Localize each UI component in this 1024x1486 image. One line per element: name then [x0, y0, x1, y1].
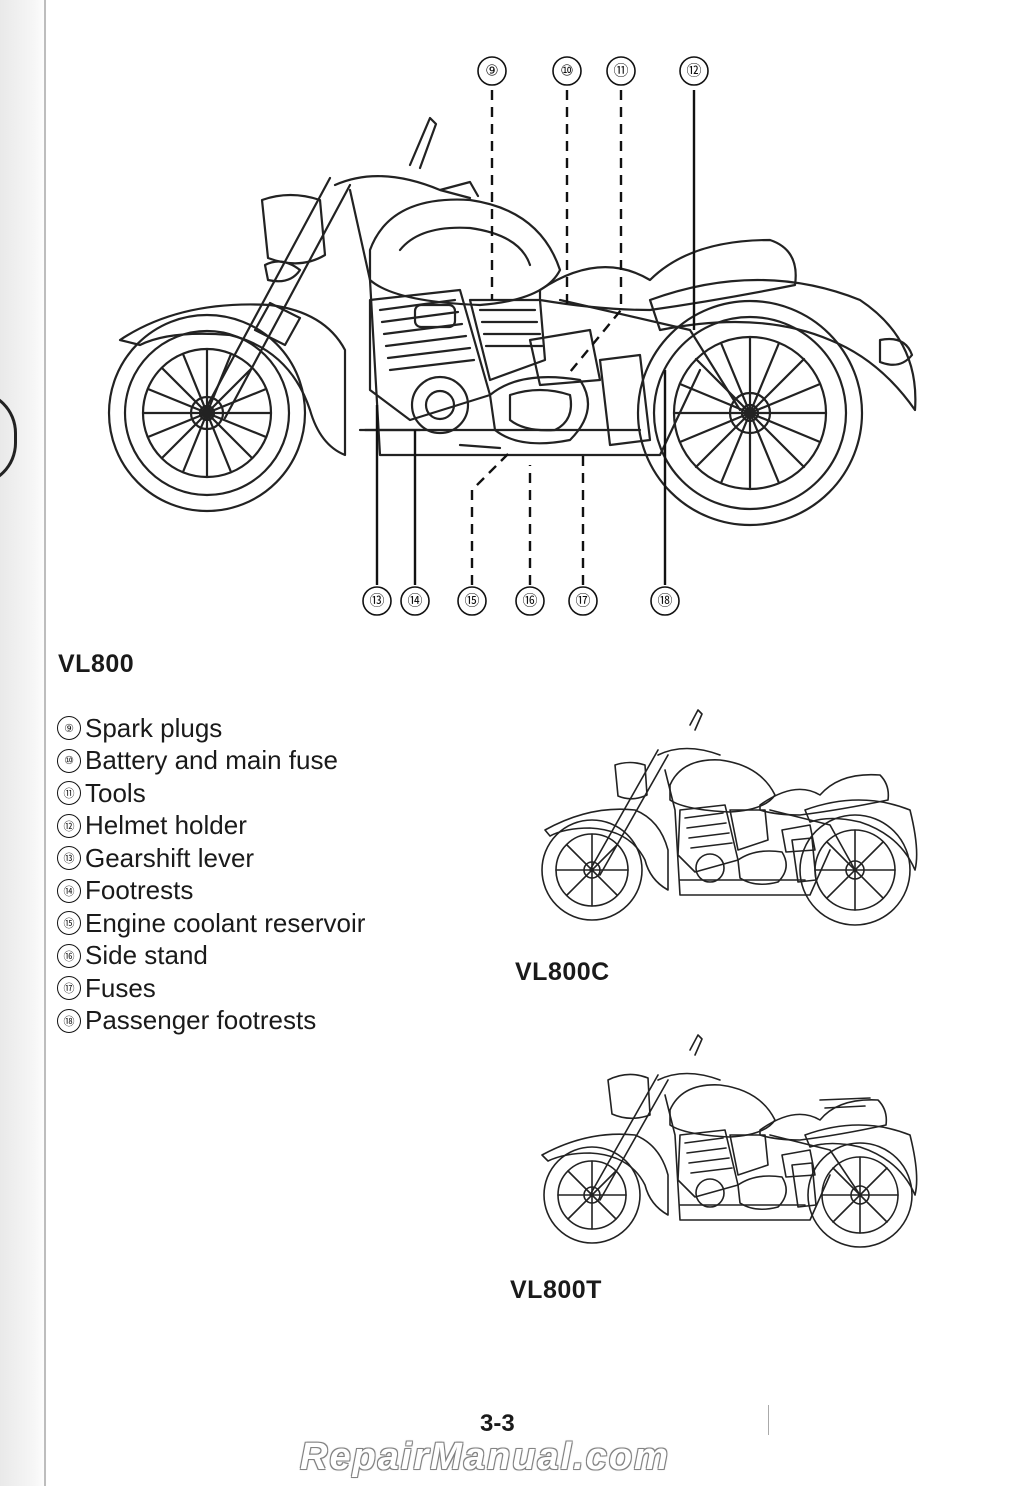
item-number: ⑨ — [57, 716, 81, 741]
callout-13-number: ⑬ — [369, 593, 384, 610]
item-number: ⑯ — [57, 943, 81, 968]
item-number: ⑰ — [57, 976, 81, 1001]
callout-11-number: ⑪ — [613, 63, 628, 80]
vl800t-diagram — [541, 1034, 918, 1248]
item-text: Fuses — [85, 972, 156, 1003]
callout-17-number: ⑰ — [575, 593, 590, 610]
callout-18: ⑱ — [650, 586, 680, 616]
callout-15-number: ⑮ — [464, 593, 479, 610]
binding-line — [44, 0, 46, 1486]
callout-10: ⑩ — [552, 56, 582, 86]
callout-13: ⑬ — [362, 586, 392, 616]
page-number: 3-3 — [480, 1410, 515, 1437]
callout-18-number: ⑱ — [657, 593, 672, 610]
item-text: Engine coolant reservoir — [85, 907, 366, 938]
callout-10-number: ⑩ — [560, 63, 573, 80]
callout-11: ⑪ — [606, 56, 636, 86]
item-number: ⑪ — [57, 781, 81, 806]
item-number: ⑭ — [57, 878, 81, 903]
page-binding — [0, 0, 48, 1486]
vl800-diagram: ⑨ ⑩ ⑪ ⑫ ⑬ ⑭ ⑮ ⑯ ⑰ ⑱ — [107, 56, 917, 616]
callout-12: ⑫ — [679, 56, 709, 86]
item-text: Battery and main fuse — [85, 745, 338, 776]
callout-16-number: ⑯ — [522, 593, 537, 610]
item-text: Spark plugs — [85, 712, 223, 743]
item-text: Passenger footrests — [85, 1005, 317, 1036]
item-number: ⑬ — [57, 846, 81, 871]
callout-14: ⑭ — [400, 586, 430, 616]
callout-16: ⑯ — [515, 586, 545, 616]
callout-17: ⑰ — [568, 586, 598, 616]
item-number: ⑫ — [57, 813, 81, 838]
callout-14-number: ⑭ — [407, 593, 422, 610]
item-text: Footrests — [85, 875, 194, 906]
item-text: Side stand — [85, 940, 208, 971]
callout-12-number: ⑫ — [686, 63, 701, 80]
callout-9: ⑨ — [477, 56, 507, 86]
item-text: Tools — [85, 777, 146, 808]
vl800c-diagram — [541, 709, 918, 926]
item-number: ⑮ — [57, 911, 81, 936]
watermark: RepairManual.com — [300, 1436, 670, 1478]
item-text: Gearshift lever — [85, 842, 255, 873]
callout-15: ⑮ — [457, 586, 487, 616]
item-text: Helmet holder — [85, 810, 247, 841]
callout-9-number: ⑨ — [485, 63, 498, 80]
item-number: ⑱ — [57, 1008, 81, 1033]
main-model-label: VL800 — [58, 650, 135, 678]
variant-t-label: VL800T — [510, 1276, 602, 1304]
item-number: ⑩ — [57, 748, 81, 773]
scan-mark — [768, 1405, 769, 1435]
variant-c-label: VL800C — [515, 958, 610, 986]
